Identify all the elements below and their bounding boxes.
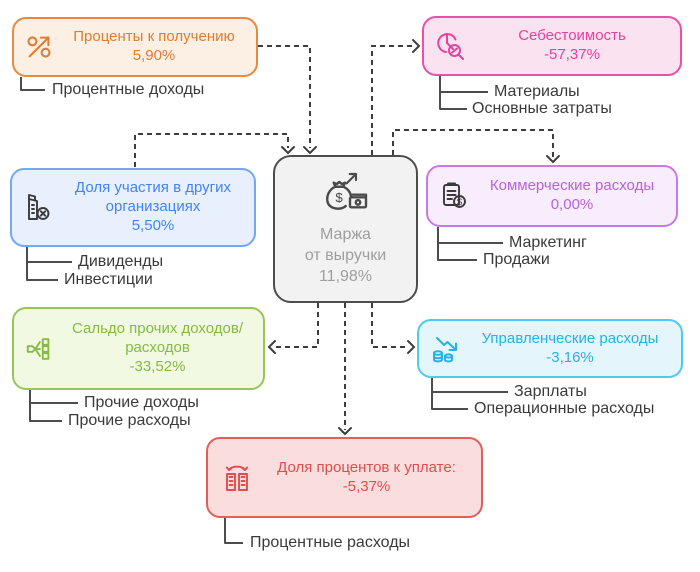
clipboard-dollar-icon: $ [443, 182, 466, 208]
chart-down-coins-icon [433, 336, 457, 362]
subitem-other-balance-1: Прочие расходы [68, 412, 191, 429]
arrowhead [412, 39, 421, 53]
node-title: Управленческие расходы [481, 329, 659, 347]
svg-text:$: $ [335, 190, 343, 205]
percent-trend-icon [27, 36, 51, 58]
arrowhead [546, 155, 560, 164]
node-value: 5,90% [132, 47, 176, 64]
center-value: 11,98% [318, 267, 373, 285]
edge-center-to-other-balance [273, 303, 319, 348]
node-value: -57,37% [544, 46, 600, 63]
edge-center-to-commercial [392, 129, 554, 158]
building-percent-icon [28, 193, 50, 220]
node-value: 0,00% [550, 196, 594, 213]
node-interest-income: Проценты к получению 5,90% [12, 17, 258, 77]
node-title: Коммерческие расходы [489, 177, 655, 195]
subitem-interest-paid-0: Процентные расходы [250, 534, 411, 551]
arrowhead [267, 340, 276, 354]
subitem-commercial-0: Маркетинг [509, 234, 587, 251]
node-value: -33,52% [129, 357, 186, 375]
arrowhead [281, 146, 295, 155]
svg-text:$: $ [457, 197, 463, 208]
node-other-balance: Сальдо прочих доходов/расходов -33,52% [12, 307, 265, 390]
node-title: Сальдо прочих доходов/расходов [71, 320, 243, 357]
node-value: -3,16% [546, 348, 594, 366]
center-title-line1: Маржа [320, 225, 371, 243]
subitem-other-balance-0: Прочие доходы [84, 394, 199, 411]
node-center-margin: $ Маржа от выручки 11,98% [273, 155, 418, 303]
arrowhead [303, 146, 317, 155]
edge-center-to-cogs [371, 45, 413, 155]
tree-interest-paid [224, 518, 243, 544]
node-value: -5,37% [342, 477, 391, 495]
node-cogs: Себестоимость -57,37% [422, 16, 682, 76]
subitem-admin-1: Операционные расходы [474, 400, 655, 417]
arrowhead [338, 427, 352, 436]
flow-split-icon [26, 337, 50, 360]
subitem-cogs-0: Материалы [494, 83, 580, 100]
tree-interest-income [20, 77, 45, 91]
subitem-interest-income-0: Процентные доходы [52, 81, 205, 98]
money-bag-trend-icon: $ [325, 172, 367, 210]
bank-refresh-icon [225, 465, 249, 491]
node-title: Доля участия в других организациях [75, 179, 231, 216]
edge-interest-income-to-center [258, 45, 311, 148]
subitem-commercial-1: Продажи [483, 251, 550, 268]
node-title: Доля процентов к уплате: [277, 458, 456, 476]
subitem-equity-share-0: Дивиденды [78, 253, 164, 270]
pie-magnifier-icon [437, 33, 464, 60]
node-value: 5,50% [131, 216, 175, 234]
center-title-line2: от выручки [304, 246, 387, 264]
edge-equity-share-to-center [134, 133, 289, 167]
node-interest-paid: Доля процентов к уплате: -5,37% [206, 437, 483, 518]
arrowhead [407, 340, 416, 354]
node-commercial: $ Коммерческие расходы 0,00% [426, 165, 678, 227]
subitem-admin-0: Зарплаты [514, 383, 587, 400]
node-title: Проценты к получению [73, 28, 235, 46]
node-equity-share: Доля участия в других организациях 5,50% [10, 168, 256, 247]
subitem-equity-share-1: Инвестиции [64, 271, 153, 288]
subitem-cogs-1: Основные затраты [472, 100, 612, 117]
node-title: Себестоимость [518, 27, 626, 45]
node-admin: Управленческие расходы -3,16% [417, 319, 683, 378]
edge-center-to-admin [371, 303, 409, 348]
